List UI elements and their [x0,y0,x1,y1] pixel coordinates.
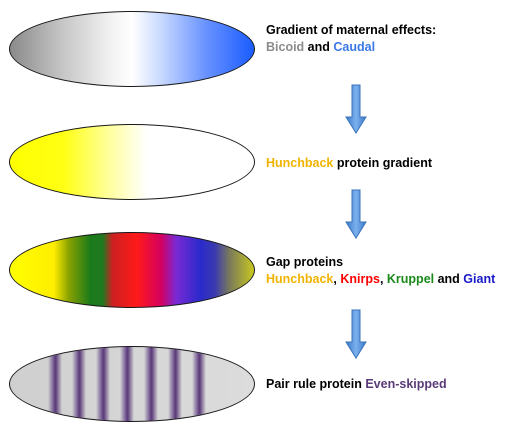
eve-stripe [144,347,158,421]
arrow-down-icon [345,189,367,239]
label-gap-list: Hunchback, Knirps, Kruppel and Giant [266,271,495,288]
label-pair-rule-prefix: Pair rule protein [266,377,366,391]
label-knirps: Knirps [340,272,380,286]
embryo-hunchback-gradient [9,124,255,200]
label-maternal-proteins: Bicoid and Caudal [266,39,436,56]
eve-stripe [168,347,182,421]
label-gap-proteins: Gap proteins Hunchback, Knirps, Kruppel … [266,254,495,288]
arrow-down-icon [345,309,367,359]
label-comma-2: , [379,272,387,286]
label-maternal-title: Gradient of maternal effects: [266,23,437,37]
embryo-maternal-gradient [9,11,255,87]
eve-stripe [120,347,134,421]
label-maternal-effects: Gradient of maternal effects: Bicoid and… [266,22,436,56]
embryo-gap-proteins [9,232,255,308]
label-and-2: and [434,272,464,286]
label-hunchback-gradient: Hunchback protein gradient [266,155,432,172]
label-kruppel: Kruppel [386,272,435,286]
label-comma-1: , [333,272,341,286]
label-protein-gradient: protein gradient [333,156,433,170]
label-and-1: and [304,40,334,54]
eve-stripe [192,347,206,421]
eve-stripe [48,347,62,421]
arrow-down-icon [345,84,367,134]
label-even-skipped: Even-skipped [365,377,447,391]
label-hunchback-1: Hunchback [266,156,334,170]
eve-stripe [72,347,86,421]
embryo-pair-rule-stripes [9,346,255,422]
label-caudal: Caudal [333,40,376,54]
label-gap-title: Gap proteins [266,255,344,269]
label-pair-rule: Pair rule protein Even-skipped [266,376,447,393]
eve-stripe [96,347,110,421]
label-giant: Giant [463,272,496,286]
label-bicoid: Bicoid [266,40,305,54]
label-hunchback-2: Hunchback [266,272,334,286]
